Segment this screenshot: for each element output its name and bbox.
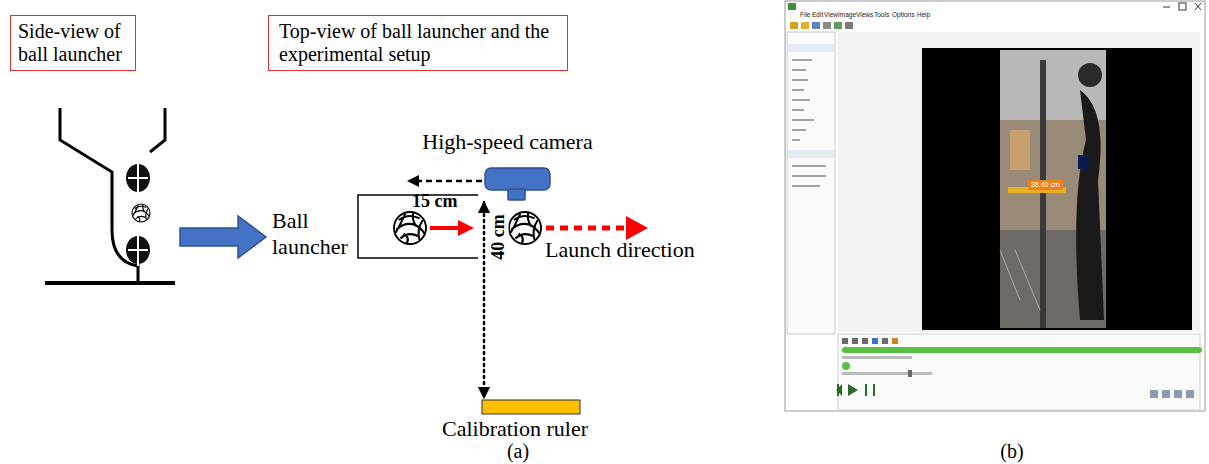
camera-lens (508, 189, 525, 200)
node-label: Ball launcher (272, 208, 358, 261)
software-screenshot (785, 1, 1205, 411)
menu-item: View (824, 11, 838, 18)
node-label: Side-view of ball launcher (18, 20, 128, 66)
node-label: Calibration ruler (425, 417, 605, 441)
ruler-bar (482, 400, 580, 414)
menu-item: Help (917, 11, 930, 18)
node-label: Top-view of ball launcher and the experi… (279, 20, 557, 66)
menu-item: Edit (812, 11, 823, 18)
dimension-label: 40 cm (488, 213, 509, 260)
view-arrow (180, 216, 266, 258)
camera-body (485, 168, 550, 190)
wheel-symbol (126, 162, 150, 266)
ball-symbol (509, 212, 541, 244)
dimension-connector (483, 202, 486, 398)
arrow-label: Launch direction (545, 238, 695, 262)
dimension-label: 15 cm (412, 192, 457, 212)
ball-symbol (132, 204, 150, 222)
panel-label: (a) (507, 440, 529, 462)
caption-box: Top-view of ball launcher and the experi… (268, 15, 568, 71)
caption-box: Side-view of ball launcher (10, 15, 136, 71)
menu-item: Image (838, 11, 856, 18)
launch-direction-arrow (546, 216, 648, 240)
launch-arrow (430, 220, 474, 236)
menu-item: Views (856, 11, 873, 18)
menu-item: Tools (874, 11, 889, 18)
menu-item: Options (892, 11, 914, 18)
measurement-tag: 38.40 cm (1028, 180, 1063, 190)
node-label: High-speed camera (420, 130, 595, 154)
ball-symbol (394, 212, 426, 244)
side-view-launcher (45, 108, 175, 283)
menu-item: File (800, 11, 810, 18)
panel-label: (b) (1000, 440, 1023, 462)
